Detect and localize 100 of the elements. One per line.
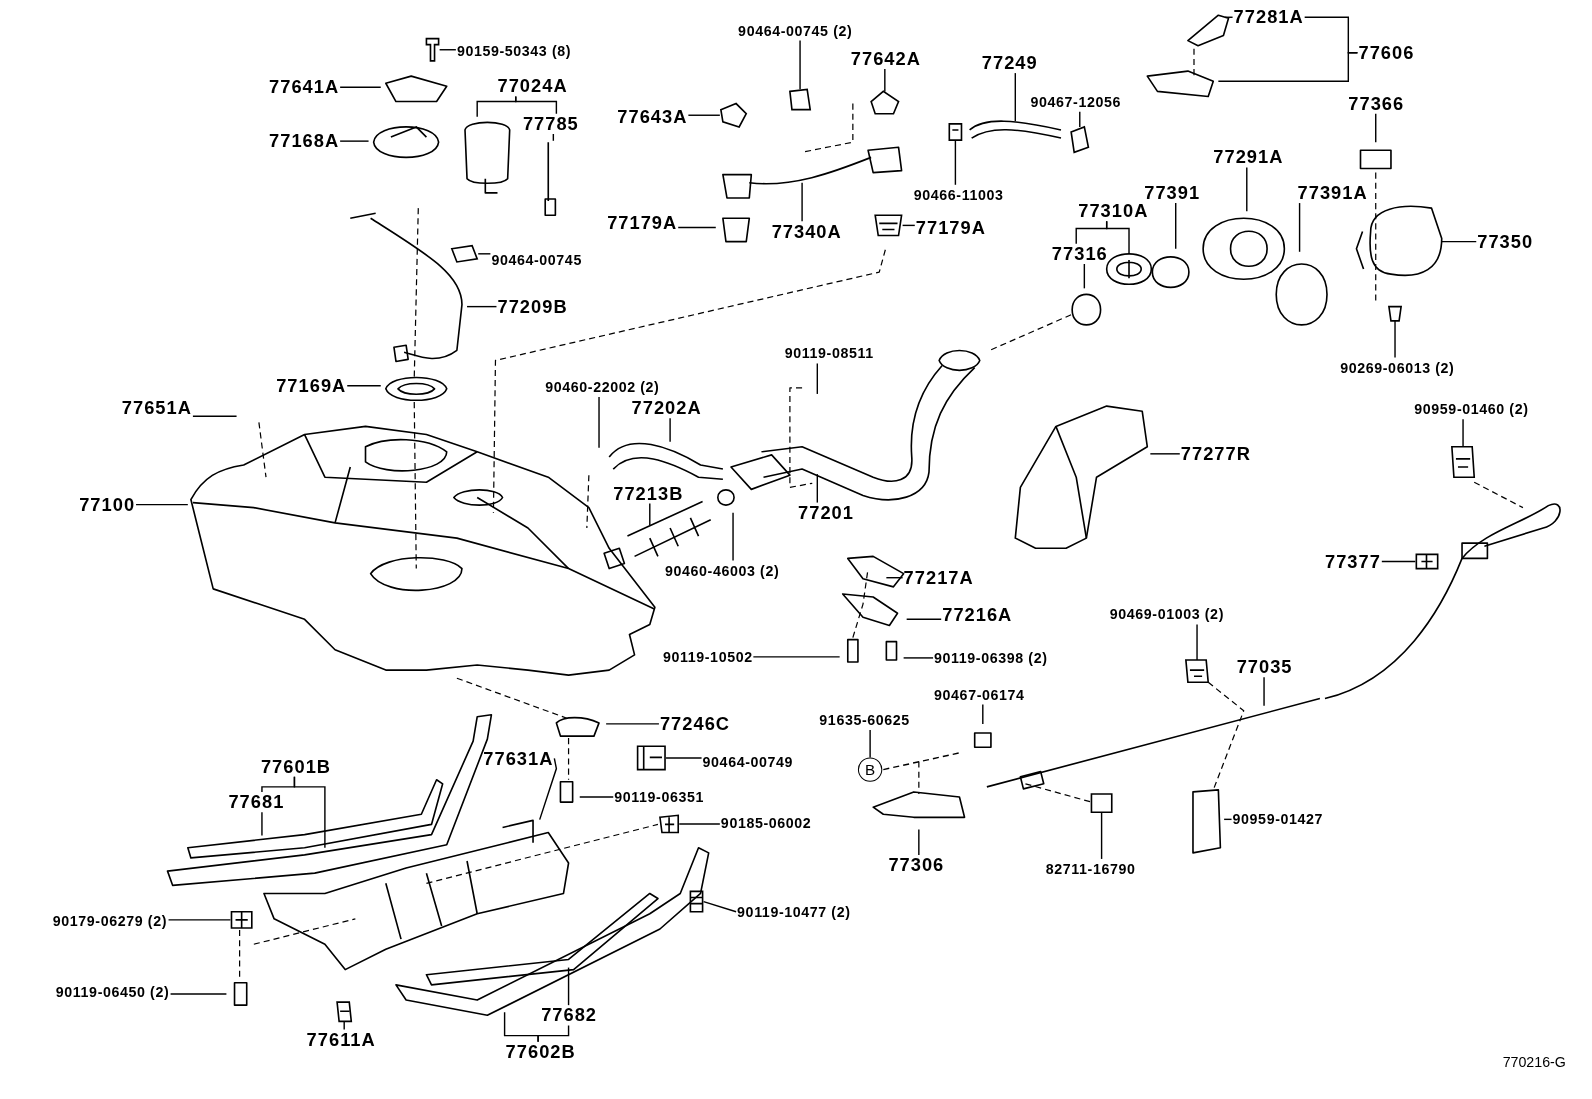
part-number: 77291A <box>1213 147 1284 168</box>
part-number: 90959-01460 (2) <box>1414 399 1529 420</box>
part-number: 90464-00745 (2) <box>738 20 853 41</box>
clamp-drawing <box>1090 793 1113 814</box>
part-number: 77310A <box>1078 201 1149 222</box>
leader-line <box>799 39 801 91</box>
clip-drawing <box>948 123 963 141</box>
part-number: 77316 <box>1051 243 1108 264</box>
leader-line <box>1441 240 1477 243</box>
clip-drawing <box>1415 553 1439 570</box>
leader-line <box>1381 560 1417 563</box>
part-number: 77366 <box>1348 93 1405 114</box>
leader-line <box>135 503 189 506</box>
leader-line <box>1217 52 1359 82</box>
leader-line <box>537 1024 570 1043</box>
cap-drawing <box>1105 253 1153 286</box>
cup-drawing <box>874 214 903 237</box>
part-number: 90185-06002 <box>720 813 812 834</box>
leader-line <box>466 305 498 308</box>
leader-line <box>954 139 957 186</box>
leader-line <box>801 182 803 223</box>
part-number: 90179-06279 (2) <box>52 910 168 932</box>
leader-line <box>901 224 916 227</box>
part-number: 77169A <box>276 375 347 396</box>
part-number: 90466-11003 <box>913 184 1004 206</box>
part-number: 77681 <box>228 791 285 813</box>
part-number: 77246C <box>659 713 731 735</box>
leader-line <box>732 512 734 562</box>
part-number: 77281A <box>1233 7 1304 28</box>
leader-line <box>477 253 492 255</box>
leader-line <box>1079 110 1081 128</box>
leader-line <box>1462 418 1464 448</box>
part-number: 90159-50343 (8) <box>456 40 572 61</box>
leader-line <box>869 729 871 759</box>
leader-line <box>167 919 232 921</box>
part-number: 90119-10502 <box>663 646 753 668</box>
leader-line <box>918 828 920 856</box>
part-number: 90119-10477 (2) <box>737 901 851 922</box>
leader-line <box>293 776 326 849</box>
part-number: 77035 <box>1236 656 1293 678</box>
leader-line <box>539 757 558 821</box>
leader-line <box>1223 818 1233 821</box>
leader-line <box>261 811 263 837</box>
leader-line <box>1394 320 1396 359</box>
leader-line <box>192 415 238 417</box>
leader-line <box>1375 113 1377 143</box>
leader-line <box>1100 811 1103 860</box>
part-number: 90464-00745 <box>491 249 582 271</box>
leader-line <box>579 796 614 798</box>
bolt-drawing <box>689 890 704 913</box>
leader-line <box>343 1020 345 1031</box>
leader-line <box>1014 72 1016 122</box>
leader-line <box>649 502 651 526</box>
part-number: 77168A <box>269 130 340 152</box>
leader-line <box>1224 16 1234 18</box>
part-number: 90467-06174 <box>934 684 1025 705</box>
leader-line <box>677 226 717 229</box>
part-number: 77606 <box>1358 42 1415 63</box>
leader-line <box>687 114 721 116</box>
part-number: 90467-12056 <box>1030 91 1121 112</box>
part-number: 90119-06351 <box>614 786 704 808</box>
leader-line <box>885 577 904 579</box>
leader-line <box>1149 453 1181 455</box>
leader-line <box>339 140 370 142</box>
leader-line <box>669 417 671 443</box>
leader-line <box>598 396 600 449</box>
clip-drawing <box>1070 125 1090 154</box>
part-number: 90460-22002 (2) <box>545 376 660 397</box>
clip-drawing <box>659 814 680 834</box>
part-number: 90460-46003 (2) <box>665 560 780 581</box>
part-number: 77249 <box>981 52 1038 74</box>
leader-line <box>339 86 382 89</box>
part-number: 90119-08511 <box>784 343 874 364</box>
part-number: 91635-60625 <box>819 709 910 730</box>
leader-line <box>902 657 934 659</box>
part-number: 77643A <box>617 106 688 127</box>
clip-drawing <box>1451 445 1476 478</box>
leader-line <box>605 723 660 725</box>
part-number: 77179A <box>607 213 678 234</box>
part-number: 90469-01003 (2) <box>1109 604 1224 625</box>
part-number: 77682 <box>541 1005 598 1026</box>
part-number: 77202A <box>631 398 702 419</box>
leader-line <box>1298 202 1301 253</box>
leader-line <box>678 823 721 825</box>
leader-line <box>884 68 886 93</box>
part-number: 77209B <box>497 296 568 317</box>
clip-drawing <box>450 244 479 263</box>
grommet-drawing <box>870 90 900 115</box>
leader-line <box>905 618 942 621</box>
part-number: 77391A <box>1297 182 1368 204</box>
part-number: 90269-06013 (2) <box>1340 357 1455 378</box>
clip-drawing <box>230 910 253 929</box>
clip-drawing <box>789 88 812 111</box>
clip-drawing <box>719 102 748 128</box>
part-number: 77641A <box>269 77 340 98</box>
part-number: 90464-00749 <box>702 751 794 772</box>
leader-line <box>552 133 555 142</box>
hose-drawing <box>968 120 1062 139</box>
leader-line <box>1246 166 1248 212</box>
part-number: 77651A <box>121 398 192 419</box>
